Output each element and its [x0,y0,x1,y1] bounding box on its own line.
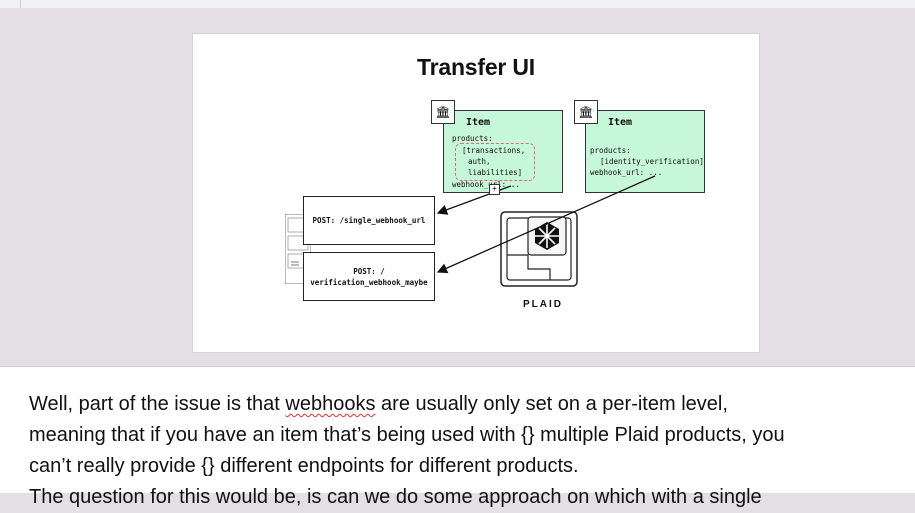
item-card-right[interactable]: Item products: [identity_verification] w… [585,110,705,193]
notes-line-2: meaning that if you have an item that’s … [29,424,785,446]
products-highlight [455,143,535,181]
item-left-products-line3: liabilities] [468,168,523,177]
plaid-label: PLAID [523,299,563,310]
resize-handle[interactable]: + [489,184,500,195]
misspelled-word: webhooks [285,393,376,415]
slide-title: Transfer UI [417,54,535,80]
notes-line-4: The question for this would be, is can w… [29,486,762,508]
item-right-title: Item [608,117,633,128]
item-left-products-label: products: [452,134,493,143]
post-verify-line2: verification_webhook_maybe [310,278,428,287]
item-right-webhook: webhook_url: ... [590,168,663,177]
speaker-notes-pane[interactable]: Well, part of the issue is that webhooks… [0,366,915,508]
item-left-products-line1: [transactions, [462,146,526,155]
post-single-label: POST: /single_webhook_url [312,216,426,225]
item-right-products-label: products: [590,146,631,155]
item-left-products-line2: auth, [468,157,491,166]
bank-icon: 🏛 [574,100,598,124]
post-verify-line1: POST: / [353,267,385,276]
speaker-notes-text[interactable]: Well, part of the issue is that webhooks… [29,389,899,513]
slide[interactable]: Transfer UI Item products: [transactions… [193,34,759,352]
item-right-products-value: [identity_verification] [600,157,704,166]
notes-line-1: Well, part of the issue is that webhooks… [29,393,728,415]
connector-arrows [436,175,656,274]
item-card-left[interactable]: Item products: [transactions, auth, liab… [443,110,563,193]
post-single-webhook-box[interactable]: POST: /single_webhook_url [303,196,435,245]
notes-line-3: can’t really provide {} different endpoi… [29,455,579,477]
post-verification-box[interactable]: POST: / verification_webhook_maybe [303,252,435,301]
item-left-title: Item [466,117,491,128]
canvas-area[interactable]: Transfer UI Item products: [transactions… [0,8,915,366]
bank-icon: 🏛 [431,100,455,124]
plaid-logo-icon [500,211,578,287]
